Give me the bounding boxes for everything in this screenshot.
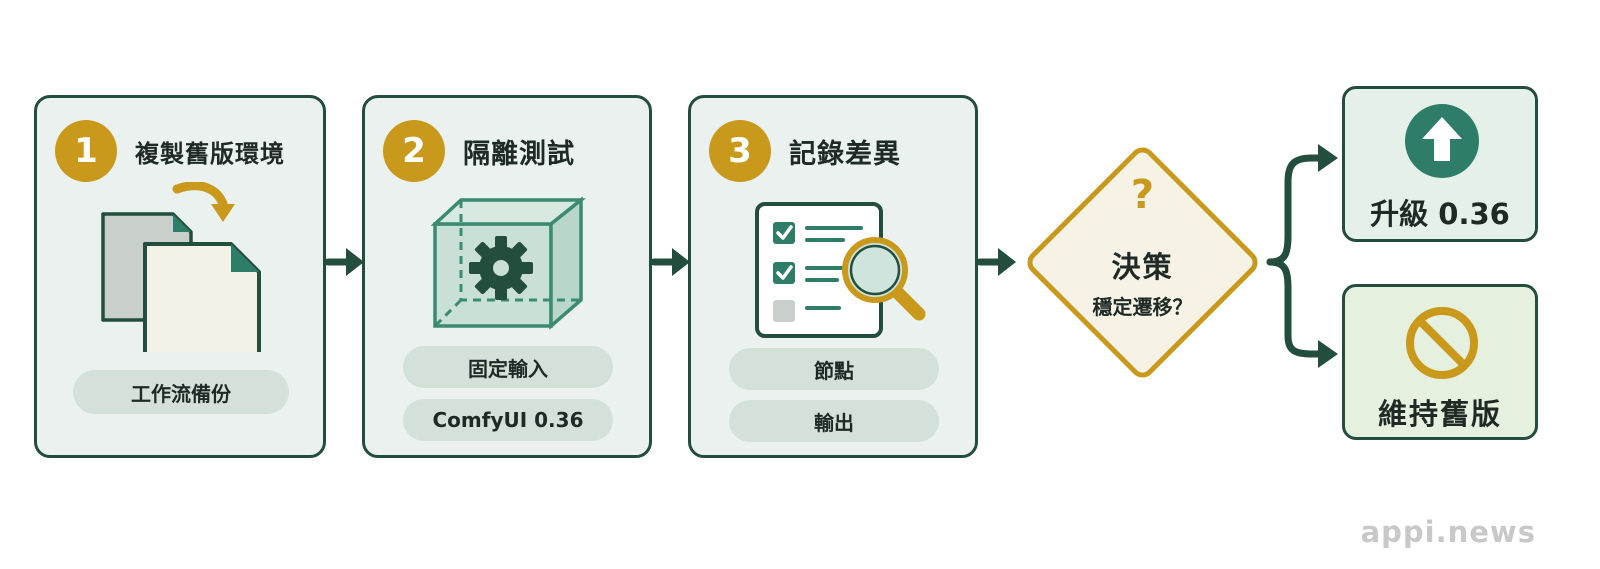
step-1-title: 複製舊版環境	[135, 139, 285, 168]
step-3-tag-nodes: 節點	[729, 348, 939, 390]
step-1-card: 1 複製舊版環境 工作流備份	[34, 95, 326, 458]
sandbox-gear-icon	[431, 196, 586, 330]
step-1-tag-workflow-backup: 工作流備份	[73, 370, 289, 414]
decision-question-mark: ?	[1131, 172, 1154, 218]
outcome-upgrade-label: 升級 0.36	[1370, 197, 1510, 231]
arrowhead-1-2	[346, 248, 364, 276]
arrow-up-icon	[1405, 104, 1479, 178]
outcome-keep-label: 維持舊版	[1377, 397, 1502, 431]
arrowhead-2-3	[672, 248, 690, 276]
checklist-magnifier-icon	[755, 202, 926, 338]
connector-decision-upgrade	[1266, 154, 1322, 266]
step-3-title: 記錄差異	[789, 138, 901, 170]
step-2-title: 隔離測試	[463, 138, 575, 170]
step-2-tag-version: ComfyUI 0.36	[403, 399, 613, 441]
arrowhead-keep	[1318, 340, 1338, 368]
decision-diamond: ?	[1027, 147, 1258, 378]
decision-title: 決策	[1111, 250, 1174, 284]
step-2-header: 2 隔離測試	[383, 120, 575, 182]
arrowhead-upgrade	[1318, 144, 1338, 172]
step-2-number-badge: 2	[383, 120, 445, 182]
prohibited-icon	[1406, 307, 1478, 379]
step-2-card: 2 隔離測試 固定輸入 ComfyUI 0.36	[362, 95, 652, 458]
step-3-card: 3 記錄差異 節點 輸出	[688, 95, 978, 458]
watermark: appi.news	[1360, 515, 1536, 549]
outcome-upgrade-card: 升級 0.36	[1342, 86, 1538, 242]
step-3-number-badge: 3	[709, 120, 771, 182]
arrowhead-3-decision	[998, 248, 1016, 276]
connector-decision-keep	[1266, 258, 1322, 358]
step-1-header: 1 複製舊版環境	[55, 120, 285, 182]
decision-question: 穩定遷移？	[1092, 295, 1193, 319]
step-3-tag-output: 輸出	[729, 400, 939, 442]
step-2-tag-fixed-input: 固定輸入	[403, 346, 613, 388]
outcome-keep-card: 維持舊版	[1342, 284, 1538, 440]
step-3-header: 3 記錄差異	[709, 120, 901, 182]
step-1-number-badge: 1	[55, 120, 117, 182]
copy-files-icon	[101, 182, 261, 352]
